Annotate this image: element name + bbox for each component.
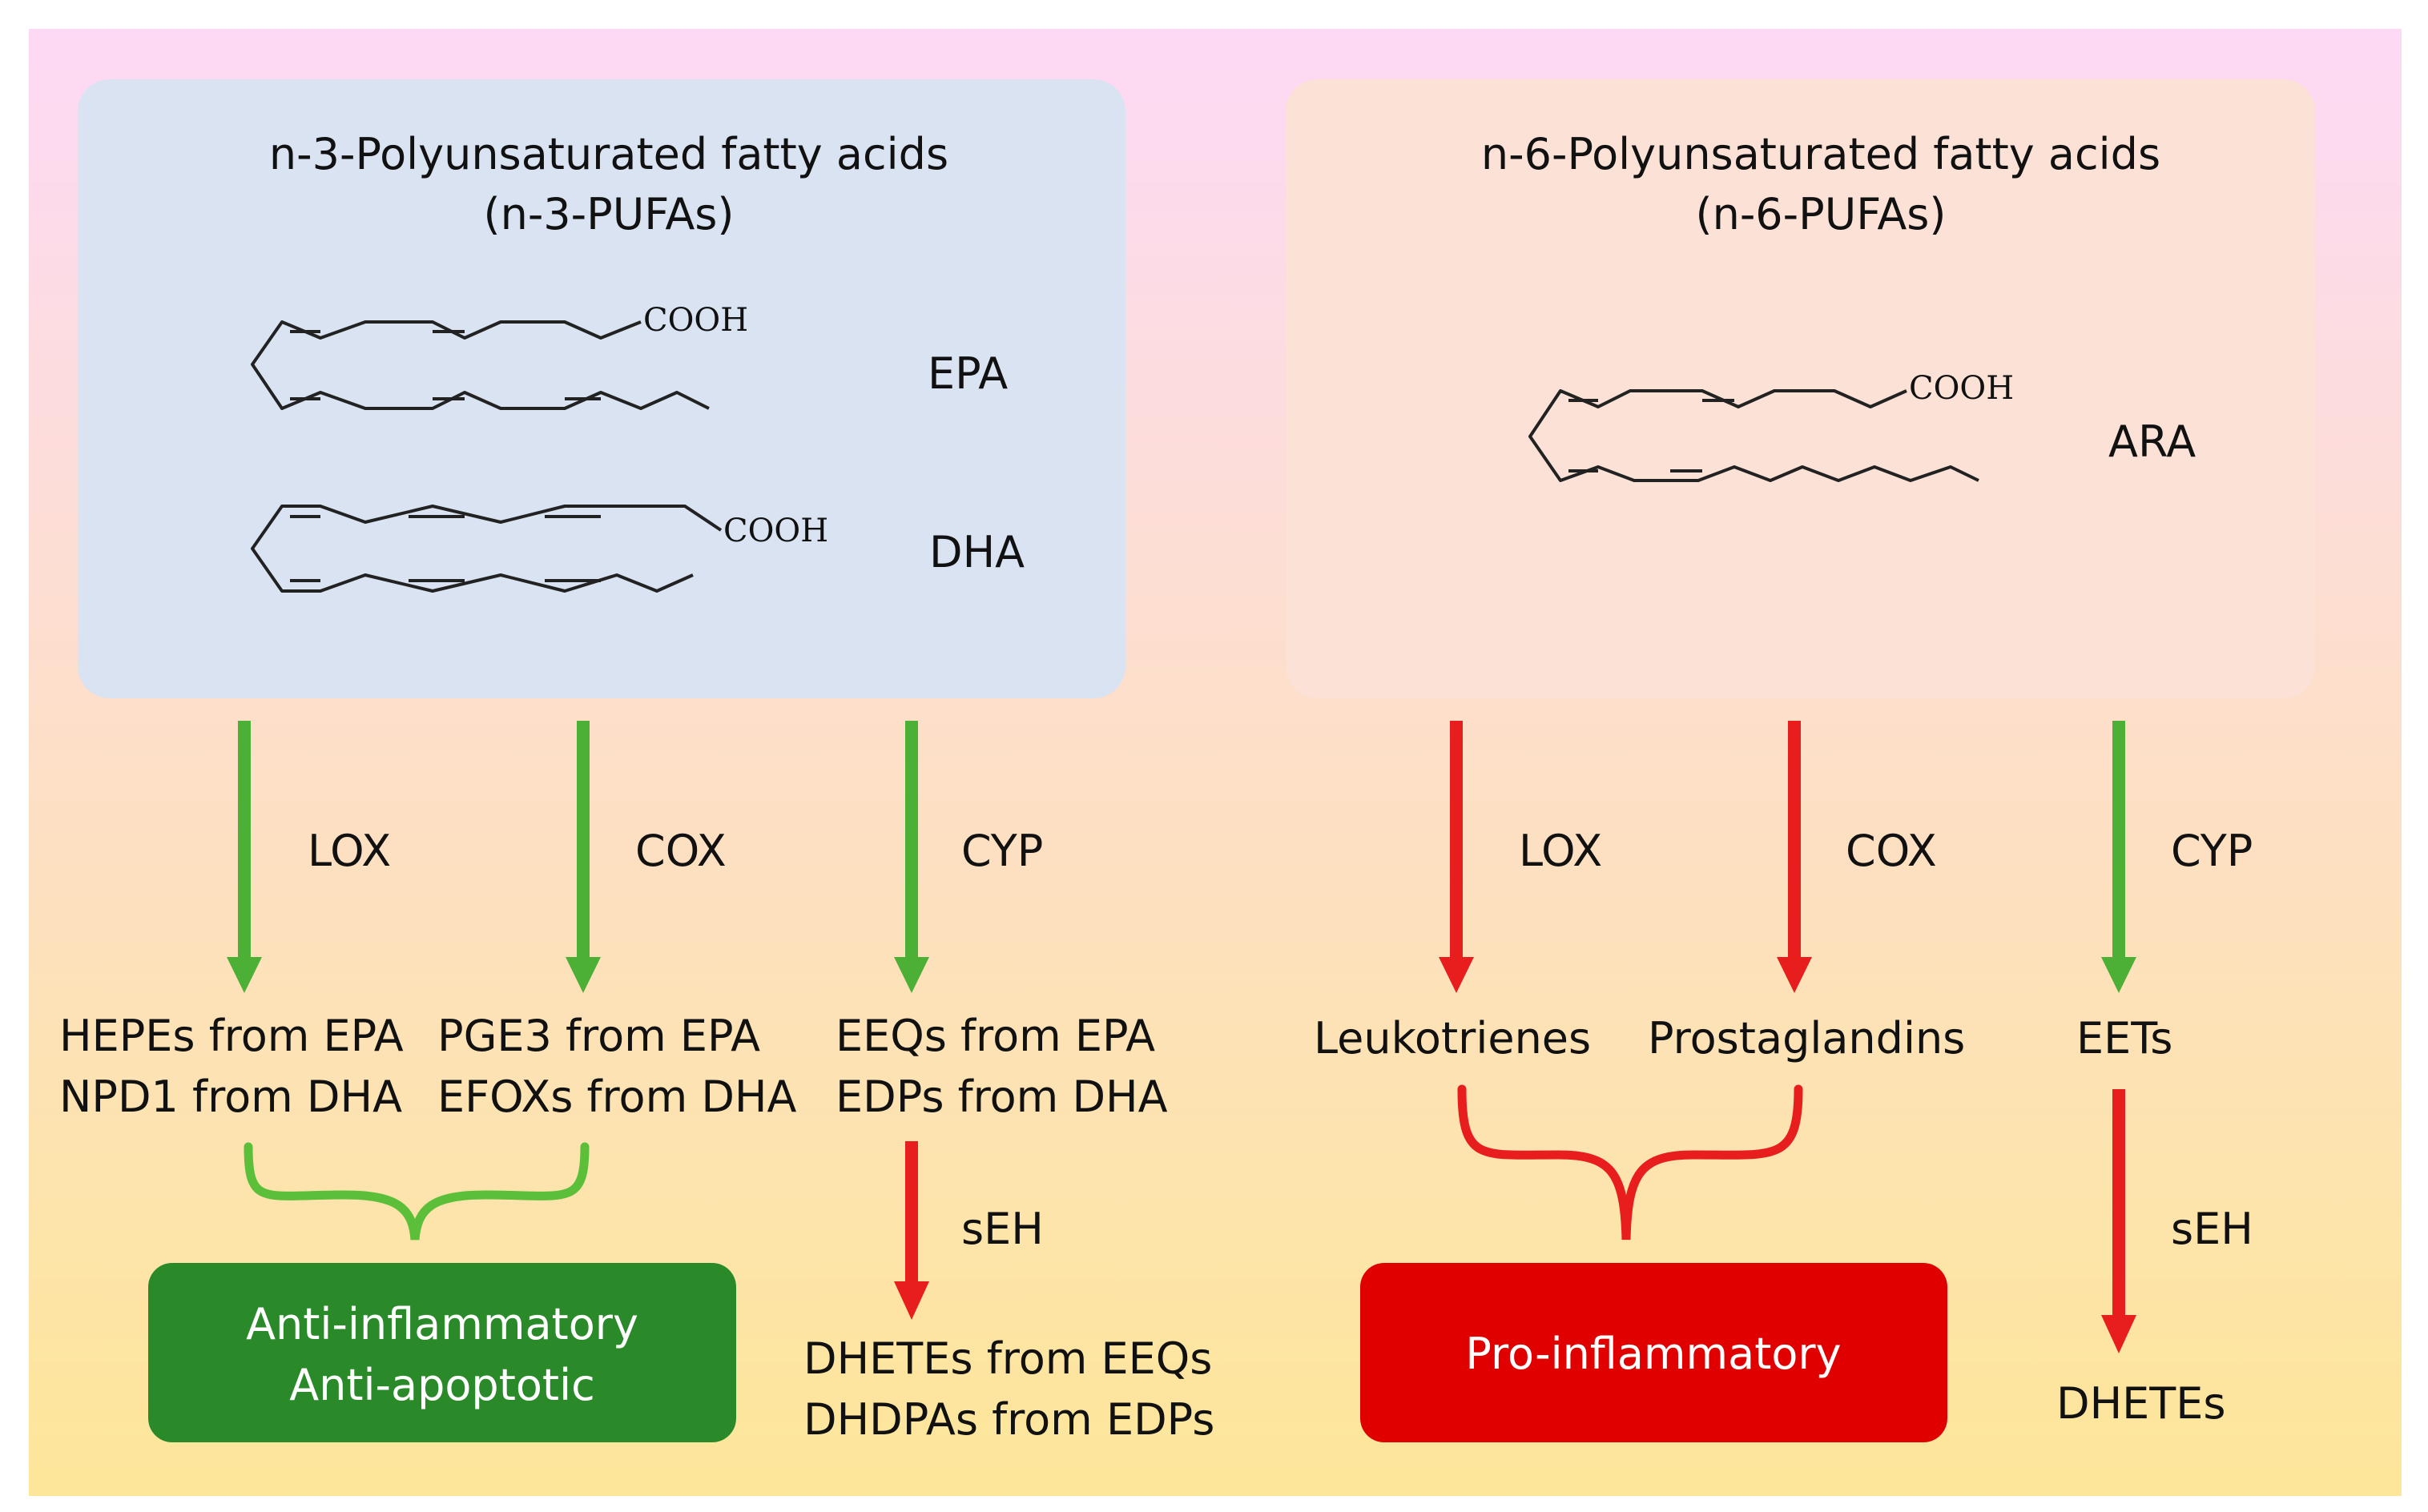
n3-seh-arrow — [894, 1141, 929, 1320]
eeqs-text: EEQs from EPA — [836, 1011, 1156, 1061]
npd1-text: NPD1 from DHA — [59, 1072, 403, 1122]
dhdpas-text: DHDPAs from EDPs — [803, 1394, 1215, 1445]
n6-lox-label: LOX — [1519, 826, 1603, 876]
pro-inflammatory-text: Pro-inflammatory — [1465, 1329, 1842, 1379]
epa-label: EPA — [928, 348, 1009, 399]
pro-bracket — [1457, 1084, 1803, 1241]
pge3-text: PGE3 from EPA — [437, 1011, 761, 1061]
n3-pufa-panel — [78, 79, 1125, 698]
n6-seh-arrow — [2101, 1089, 2136, 1353]
dha-cooh-label: COOH — [723, 513, 829, 549]
n3-lox-arrow — [227, 721, 262, 993]
dhetes-text: DHETEs — [2056, 1378, 2226, 1429]
n6-lox-arrow — [1439, 721, 1474, 993]
ara-label: ARA — [2108, 416, 2196, 467]
hepes-text: HEPEs from EPA — [59, 1011, 404, 1061]
efoxs-text: EFOXs from DHA — [437, 1072, 797, 1122]
eets-text: EETs — [2076, 1013, 2173, 1064]
n6-title-line2: (n-6-PUFAs) — [1695, 189, 1947, 239]
anti-inflammatory-text: Anti-inflammatory — [246, 1299, 638, 1349]
dha-label: DHA — [929, 527, 1025, 577]
epa-cooh-label: COOH — [643, 302, 749, 339]
n3-cyp-label: CYP — [961, 826, 1044, 876]
n3-cyp-arrow — [894, 721, 929, 993]
n6-pufa-panel — [1286, 79, 2315, 698]
ara-cooh-label: COOH — [1909, 370, 2015, 407]
anti-bracket — [244, 1142, 590, 1241]
dhetes-from-eeqs-text: DHETEs from EEQs — [803, 1333, 1213, 1384]
n6-cyp-label: CYP — [2171, 826, 2253, 876]
edps-text: EDPs from DHA — [836, 1072, 1168, 1122]
n6-cox-label: COX — [1846, 826, 1937, 876]
anti-inflammatory-box — [148, 1263, 736, 1442]
prostaglandins-text: Prostaglandins — [1648, 1013, 1966, 1064]
n3-seh-label: sEH — [961, 1204, 1044, 1254]
n3-title-line2: (n-3-PUFAs) — [483, 189, 735, 239]
n6-seh-label: sEH — [2171, 1204, 2253, 1254]
n3-lox-label: LOX — [308, 826, 392, 876]
anti-apoptotic-text: Anti-apoptotic — [289, 1360, 595, 1410]
n3-cox-label: COX — [635, 826, 727, 876]
n6-cyp-arrow — [2101, 721, 2136, 993]
leukotrienes-text: Leukotrienes — [1314, 1013, 1592, 1064]
epa-structure — [251, 320, 710, 410]
pro-inflammatory-box — [1360, 1263, 1947, 1442]
n3-title-line1: n-3-Polyunsaturated fatty acids — [268, 129, 949, 179]
n3-cox-arrow — [566, 721, 601, 993]
dha-structure — [251, 505, 723, 593]
n6-title-line1: n-6-Polyunsaturated fatty acids — [1480, 129, 2161, 179]
ara-structure — [1528, 389, 1979, 482]
n6-cox-arrow — [1777, 721, 1812, 993]
